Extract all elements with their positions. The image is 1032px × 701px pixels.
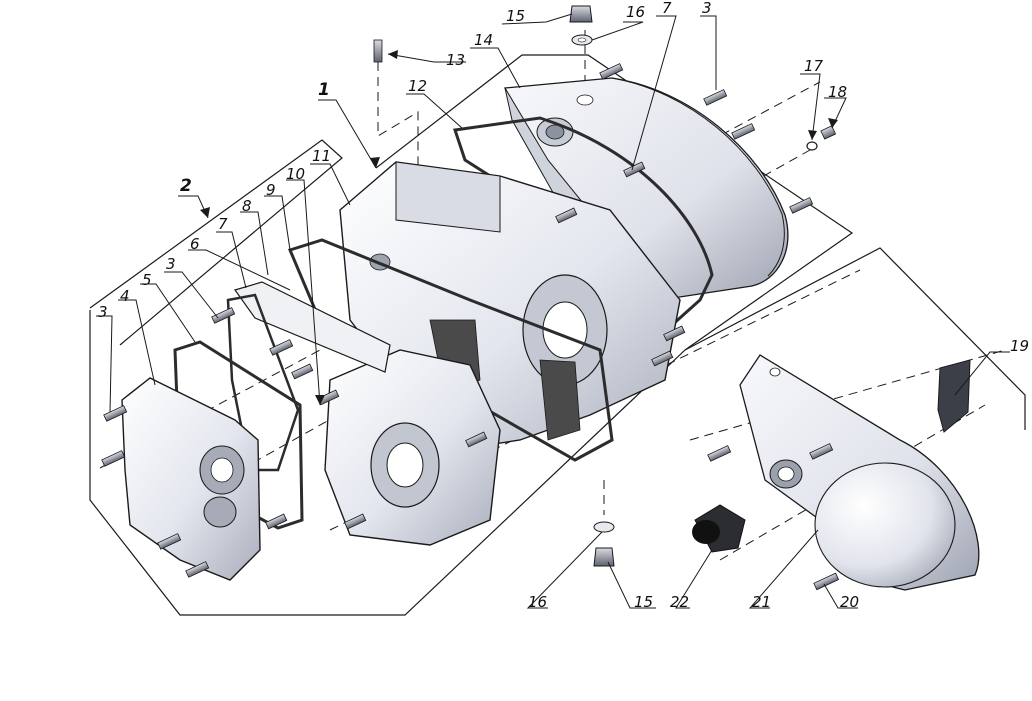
- callout-13: 13: [446, 51, 466, 69]
- group-outline-assembly-2: [89, 139, 1026, 616]
- callout-3-top: 3: [702, 0, 712, 17]
- callout-19: 19: [1010, 337, 1030, 355]
- washer-part-16-top: [571, 34, 593, 46]
- screw-part-18: [820, 125, 837, 140]
- bolt: [269, 339, 294, 356]
- bolts: [101, 63, 840, 591]
- callout-12: 12: [408, 77, 428, 95]
- callout-11: 11: [312, 147, 332, 165]
- callout-15-top: 15: [506, 7, 526, 25]
- bolt: [789, 197, 814, 214]
- pad-part-19: [937, 359, 971, 433]
- bolt: [599, 63, 624, 80]
- washer-part-16-bottom: [593, 521, 615, 533]
- callout-3-mid: 3: [166, 255, 176, 273]
- nut-part-15-bottom: [593, 547, 615, 567]
- callout-2: 2: [180, 176, 192, 196]
- callout-21: 21: [752, 593, 772, 611]
- callout-10: 10: [286, 165, 306, 183]
- bolt: [211, 307, 236, 324]
- callout-1: 1: [318, 80, 330, 100]
- stud-part-13: [373, 39, 383, 63]
- callout-16-top: 16: [626, 3, 646, 21]
- bolt: [707, 445, 732, 462]
- bolt: [813, 572, 840, 591]
- callout-15-bottom: 15: [634, 593, 654, 611]
- side-cover-part-21: [739, 354, 980, 591]
- callout-9: 9: [266, 181, 276, 199]
- bolt: [465, 431, 488, 448]
- bolt: [103, 405, 128, 422]
- nut-part-15-top: [569, 5, 593, 23]
- bolt: [344, 513, 367, 530]
- bolt: [809, 443, 834, 460]
- cap-part-22: [692, 504, 746, 553]
- bolt: [291, 363, 314, 380]
- crankcase-left-half: [324, 349, 501, 546]
- callout-22: 22: [670, 593, 690, 611]
- bolt: [157, 533, 182, 550]
- callout-3-left: 3: [98, 303, 108, 321]
- leader-lines: [96, 13, 1010, 609]
- callout-7-top: 7: [662, 0, 672, 17]
- bolt: [555, 207, 578, 224]
- bolt: [663, 325, 686, 342]
- callout-8: 8: [242, 197, 252, 215]
- bolt: [731, 123, 756, 140]
- callout-7-left: 7: [218, 215, 228, 233]
- plate-part-8: [234, 281, 391, 373]
- callout-18: 18: [828, 83, 848, 101]
- callout-20: 20: [840, 593, 860, 611]
- bolt: [703, 89, 728, 106]
- callout-5: 5: [142, 271, 152, 289]
- callout-4: 4: [120, 287, 130, 305]
- bolt: [651, 350, 674, 367]
- callout-6: 6: [190, 235, 200, 253]
- callout-16-bottom: 16: [528, 593, 548, 611]
- housing-part-4: [121, 377, 261, 581]
- washer-part-17: [806, 141, 818, 151]
- bolt: [265, 513, 288, 530]
- bolt: [185, 561, 210, 578]
- callout-17: 17: [804, 57, 824, 75]
- leader-arrowheads: [200, 50, 838, 405]
- callout-14: 14: [474, 31, 494, 49]
- bolt: [101, 450, 126, 467]
- gasket-part-6: [226, 293, 300, 472]
